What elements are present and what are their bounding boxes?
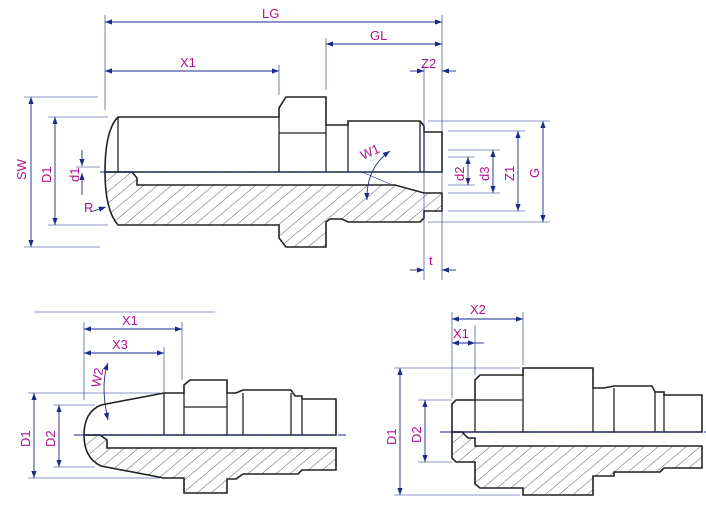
top-upper-half: [104, 96, 443, 173]
top-fitting: LG GL X1 Z2 t SW D1 d1 R W1 d2 d3 Z1 G: [14, 6, 550, 280]
label-X1: X1: [180, 55, 196, 70]
top-section: [104, 171, 443, 248]
label-D1: D1: [384, 428, 399, 445]
label-t: t: [429, 253, 433, 268]
bottom-left-fitting: X1 X3 W2 D1 D2: [18, 311, 346, 494]
label-d2: d2: [452, 167, 467, 181]
label-LG: LG: [262, 6, 279, 21]
bottom-right-fitting: X2 X1 D1 D2: [384, 302, 706, 496]
label-X2: X2: [470, 302, 486, 317]
label-Z2: Z2: [421, 56, 436, 71]
label-D1: D1: [39, 166, 54, 183]
label-GL: GL: [370, 28, 387, 43]
label-W2: W2: [88, 367, 106, 389]
label-D2: D2: [409, 426, 424, 443]
label-SW: SW: [14, 158, 29, 180]
label-X1: X1: [453, 326, 469, 341]
label-W1: W1: [358, 141, 382, 163]
label-X1: X1: [122, 313, 138, 328]
label-G: G: [527, 168, 542, 178]
label-d3: d3: [477, 167, 492, 181]
label-D2: D2: [43, 430, 58, 447]
label-R: R: [84, 200, 93, 215]
label-Z1: Z1: [502, 166, 517, 181]
label-d1: d1: [67, 168, 82, 182]
label-X3: X3: [112, 337, 128, 352]
label-D1: D1: [18, 430, 33, 447]
